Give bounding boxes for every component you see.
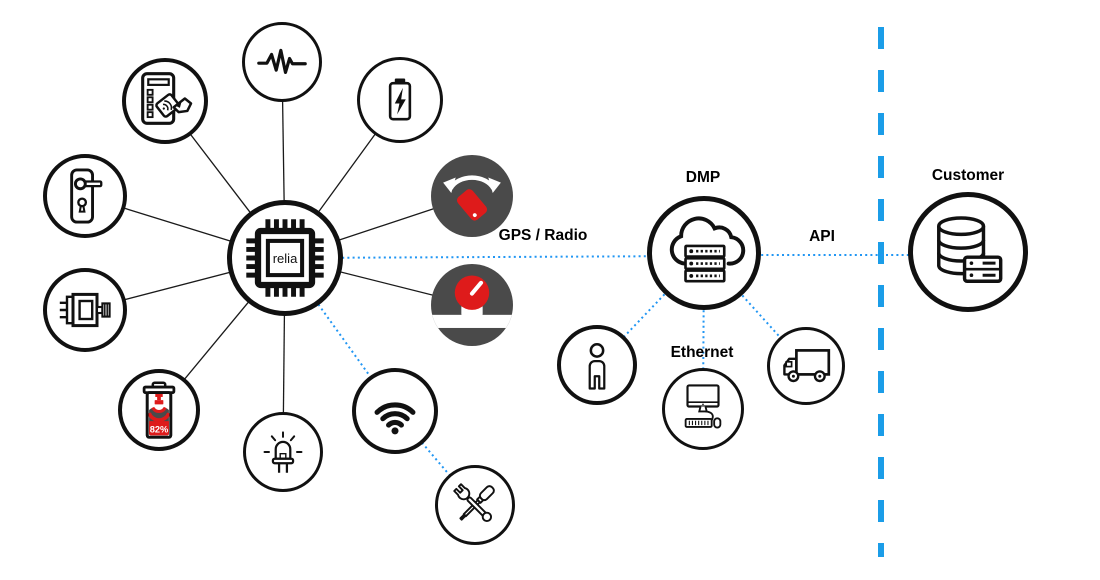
wifi-node	[352, 368, 438, 454]
dmp-label: DMP	[685, 169, 721, 186]
battery-node	[357, 57, 443, 143]
desktop-computer-icon	[684, 384, 722, 429]
waste-bin-fill-level-node: 82%	[118, 369, 200, 451]
motor-node	[43, 268, 127, 352]
ethernet-label: Ethernet	[670, 344, 734, 361]
hub-node: relia	[227, 200, 343, 316]
gps-radio-label: GPS / Radio	[498, 227, 588, 244]
api-label: API	[809, 228, 835, 245]
gauge-icon	[431, 275, 513, 328]
heartbeat-icon	[257, 48, 307, 75]
led-node	[243, 412, 323, 492]
cloud-servers-icon	[669, 216, 746, 283]
fill-level-value: 82%	[150, 424, 169, 434]
dmp-node	[647, 196, 761, 310]
person-icon	[588, 343, 606, 390]
hub-label: relia	[273, 251, 298, 266]
ethernet-computer-node	[662, 368, 744, 450]
delivery-truck-icon	[783, 349, 831, 383]
delivery-truck-node	[767, 327, 845, 405]
led-icon	[263, 431, 303, 473]
maintenance-tools-node	[435, 465, 515, 545]
wifi-icon	[374, 402, 416, 435]
customer-label: Customer	[931, 167, 1005, 184]
phone-rotation-node	[431, 155, 513, 237]
waste-bin-fill-level-icon: 82%	[142, 381, 176, 439]
database-server-icon	[937, 216, 1003, 283]
door-lock-node	[43, 154, 127, 238]
gauge-node	[431, 264, 513, 346]
person-node	[557, 325, 637, 405]
door-lock-icon	[70, 168, 103, 224]
card-reader-icon	[141, 72, 193, 125]
customer-node	[908, 192, 1028, 312]
motor-icon	[59, 292, 111, 328]
heartbeat-sensor-node	[242, 22, 322, 102]
phone-rotation-icon	[443, 175, 501, 221]
card-reader-node	[122, 58, 208, 144]
maintenance-tools-icon	[453, 483, 495, 523]
battery-charging-icon	[388, 78, 412, 121]
microchip-icon: relia	[246, 219, 324, 297]
